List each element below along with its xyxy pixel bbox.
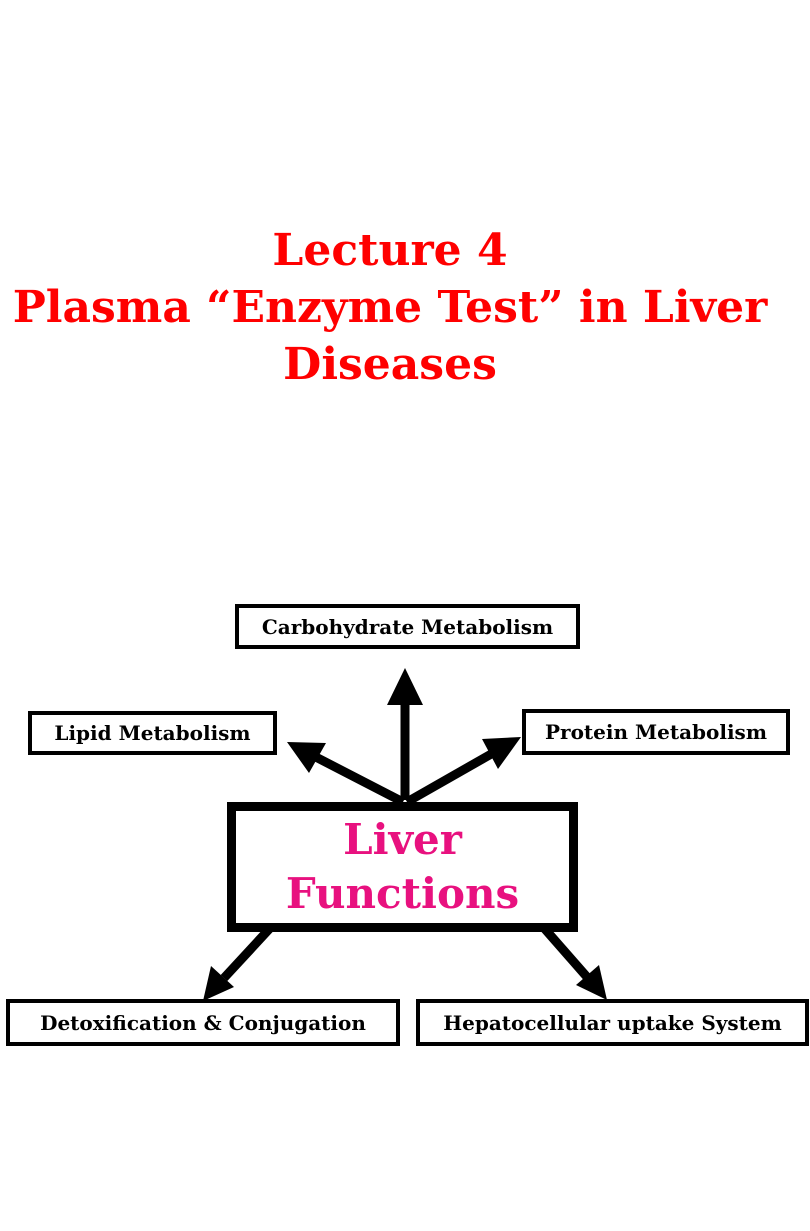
node-carbohydrate-metabolism: Carbohydrate Metabolism [235, 604, 580, 649]
page-title: Lecture 4 Plasma “Enzyme Test” in Liver … [0, 222, 780, 393]
arrowhead-hepatocellular [576, 965, 607, 1000]
node-liver-functions: Liver Functions [227, 802, 578, 932]
arrowhead-carbohydrate [387, 668, 423, 705]
arrowhead-protein [482, 737, 521, 769]
arrow-to-protein [404, 745, 503, 806]
center-line-1: Liver [343, 815, 462, 864]
arrow-to-lipid [305, 749, 406, 806]
node-protein-metabolism: Protein Metabolism [522, 709, 790, 755]
title-line-1: Lecture 4 [272, 225, 508, 276]
center-line-2: Functions [285, 869, 520, 918]
arrowhead-detox [203, 966, 234, 1001]
arrowhead-lipid [287, 742, 326, 773]
title-line-2: Plasma “Enzyme Test” in Liver [12, 282, 768, 333]
node-hepatocellular-uptake: Hepatocellular uptake System [416, 999, 809, 1046]
title-line-3: Diseases [283, 339, 497, 390]
node-detoxification-conjugation: Detoxification & Conjugation [6, 999, 400, 1046]
node-lipid-metabolism: Lipid Metabolism [28, 711, 277, 755]
